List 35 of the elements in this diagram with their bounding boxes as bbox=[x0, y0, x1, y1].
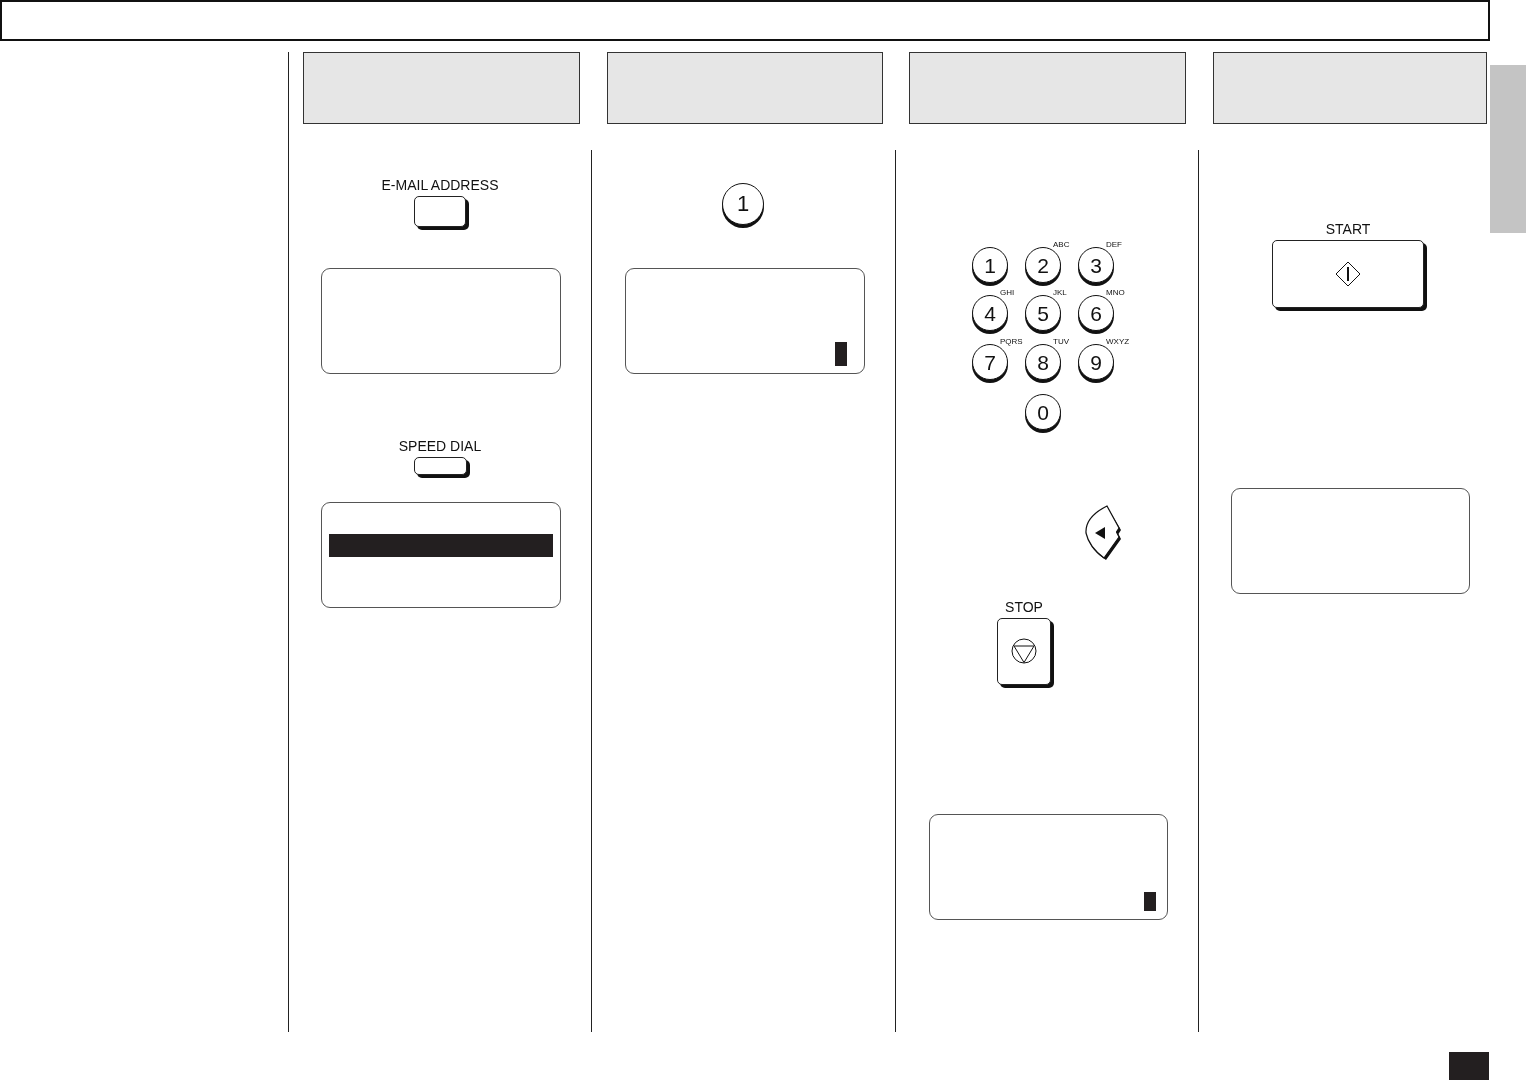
keypad-key: 7 bbox=[972, 344, 1008, 380]
keypad-key: 1 bbox=[972, 247, 1008, 283]
step-header-box bbox=[303, 52, 580, 124]
keypad-key: 5 bbox=[1025, 295, 1061, 331]
lcd-display bbox=[929, 814, 1168, 920]
lcd-display bbox=[625, 268, 865, 374]
key-letters: TUV bbox=[1053, 338, 1069, 346]
keypad-key: 6 bbox=[1078, 295, 1114, 331]
key-letters: JKL bbox=[1053, 289, 1067, 297]
keypad-key: 0 bbox=[1025, 394, 1061, 430]
key-letters: GHI bbox=[1000, 289, 1015, 297]
step-header-box bbox=[1213, 52, 1487, 124]
arrow-key-icon bbox=[1083, 505, 1123, 561]
key-letters: WXYZ bbox=[1106, 338, 1130, 346]
lcd-display bbox=[1231, 488, 1470, 594]
keypad-key: 9 bbox=[1078, 344, 1114, 380]
keypad-key: 3 bbox=[1078, 247, 1114, 283]
keypad-key: 2 bbox=[1025, 247, 1061, 283]
side-tab bbox=[1490, 65, 1526, 233]
step-header-box bbox=[607, 52, 883, 124]
key-letters: DEF bbox=[1106, 241, 1122, 249]
keypad-key: 8 bbox=[1025, 344, 1061, 380]
keypad-key: 4 bbox=[972, 295, 1008, 331]
key-label: SPEED DIAL bbox=[397, 438, 483, 455]
key-letters: ABC bbox=[1053, 241, 1070, 249]
title-bar bbox=[0, 0, 1490, 41]
lcd-display bbox=[321, 502, 561, 608]
key-letters: PQRS bbox=[1000, 338, 1023, 346]
key-label: STOP bbox=[1004, 599, 1044, 616]
lcd-display bbox=[321, 268, 561, 374]
key-label: E-MAIL ADDRESS bbox=[380, 177, 500, 194]
key-label: START bbox=[1324, 221, 1372, 238]
key-letters: MNO bbox=[1106, 289, 1125, 297]
keypad-key: 1 bbox=[722, 183, 764, 225]
step-header-box bbox=[909, 52, 1186, 124]
